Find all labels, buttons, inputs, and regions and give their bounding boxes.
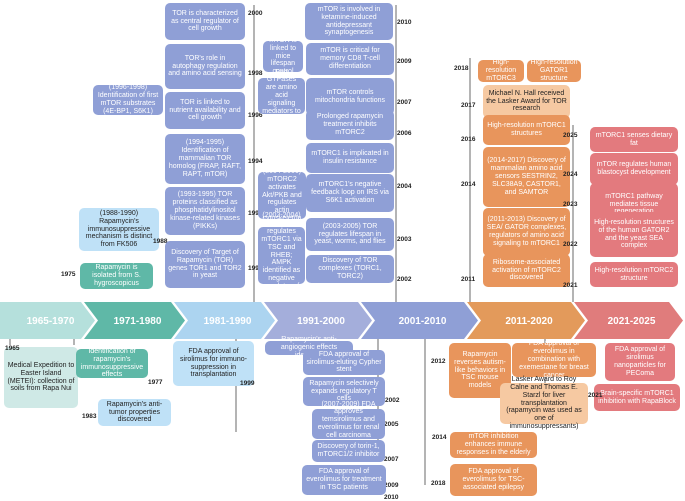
event-year: 2011 bbox=[461, 276, 476, 283]
event-year: 2000 bbox=[248, 10, 263, 17]
event-box: Michael N. Hall received the Lasker Awar… bbox=[483, 85, 570, 118]
event-box: (2007-2009) FDA approves temsirolimus an… bbox=[312, 401, 385, 447]
event-box: mTOR inhibition enhances immune response… bbox=[450, 432, 537, 458]
event-box: FDA approval of sirolimus nanoparticles … bbox=[605, 343, 675, 381]
event-year: 1983 bbox=[82, 413, 97, 420]
event-year: 1999 bbox=[240, 380, 255, 387]
event-box: mTOR is critical for memory CD8 T-cell d… bbox=[306, 43, 394, 75]
event-year: 2017 bbox=[461, 102, 476, 109]
era-segment bbox=[467, 302, 585, 339]
event-year: 2016 bbox=[461, 136, 476, 143]
event-box: Discovery of torin-1, mTORC1/2 inhibitor bbox=[312, 440, 385, 462]
event-year: 2025 bbox=[563, 132, 578, 139]
event-box: mTORC1's negative feedback loop on IRS v… bbox=[306, 174, 394, 212]
event-box: FDA approval of everolimus for TSC-assoc… bbox=[450, 464, 537, 496]
event-year: 1998 bbox=[248, 70, 263, 77]
event-box: Rapamycin selectively expands regulatory… bbox=[303, 377, 385, 406]
event-box: Rag GTPases are amino acid signaling med… bbox=[258, 69, 305, 123]
event-year: 1993 bbox=[248, 210, 263, 217]
event-year: 1975 bbox=[61, 271, 76, 278]
event-year: 2018 bbox=[431, 480, 446, 487]
event-box: Brain-specific mTORC1 inhibition with Ra… bbox=[594, 384, 680, 411]
event-box: (2004-2006) mTORC2 activates Akt/PKB and… bbox=[258, 168, 306, 222]
era-segment bbox=[574, 302, 683, 339]
event-box: Discovery of TOR complexes (TORC1, TORC2… bbox=[306, 255, 394, 283]
event-year: 2021 bbox=[588, 392, 603, 399]
event-year: 2024 bbox=[563, 171, 578, 178]
event-year: 2002 bbox=[385, 397, 400, 404]
event-year: 2002 bbox=[397, 276, 412, 283]
era-label: 2011-2020 bbox=[505, 316, 553, 327]
event-box: (1996-1998) Identification of first mTOR… bbox=[93, 84, 163, 115]
event-box: High-resolution mTORC1 structures bbox=[483, 115, 570, 145]
era-segment bbox=[0, 302, 95, 339]
event-box: Ribosome-associated activation of mTORC2… bbox=[483, 254, 570, 287]
event-box: FDA approval of everolimus for treatment… bbox=[302, 465, 386, 495]
event-box: (2011-2013) Discovery of SEA/ GATOR comp… bbox=[483, 208, 570, 256]
event-box: (1993-1995) TOR proteins classified as p… bbox=[165, 187, 245, 235]
event-year: 2007 bbox=[397, 99, 412, 106]
event-box: Prolonged rapamycin treatment inhibits m… bbox=[306, 110, 394, 140]
era-segment bbox=[174, 302, 275, 339]
event-year: 2010 bbox=[397, 19, 412, 26]
event-box: mTORC1 is implicated in insulin resistan… bbox=[306, 143, 394, 173]
era-label: 1991-2000 bbox=[297, 316, 345, 327]
era-label: 1965-1970 bbox=[27, 316, 75, 327]
event-box: High-resolution mTORC2 structure bbox=[590, 262, 678, 287]
event-box: TOR is linked to nutrient availability a… bbox=[165, 92, 245, 129]
event-year: 2014 bbox=[461, 181, 476, 188]
event-box: mTOR controls mitochondria functions bbox=[306, 78, 394, 115]
event-year: 2018 bbox=[454, 65, 469, 72]
event-box: High-resolution mTORC3 bbox=[478, 59, 524, 82]
event-box: (2014-2017) Discovery of mammalian amino… bbox=[483, 147, 570, 207]
event-year: 2009 bbox=[397, 58, 412, 65]
event-box: (1988-1990) Rapamycin's immunosuppressiv… bbox=[79, 208, 159, 251]
event-year: 1977 bbox=[148, 379, 163, 386]
era-label: 1981-1990 bbox=[204, 316, 252, 327]
event-box: (1994-1995) Identification of mammalian … bbox=[165, 134, 245, 184]
event-year: 1965 bbox=[5, 345, 20, 352]
event-year: 2023 bbox=[563, 201, 578, 208]
era-label: 2021-2025 bbox=[608, 316, 656, 327]
event-box: FDA approval of everolimus in combinatio… bbox=[512, 340, 596, 379]
event-box: FDA approval of sirolimus for immuno-sup… bbox=[173, 341, 254, 386]
era-segment bbox=[361, 302, 478, 339]
era-segment bbox=[84, 302, 185, 339]
event-box: TOR is characterized as central regulato… bbox=[165, 3, 245, 40]
event-box: mTOR regulates human blastocyst developm… bbox=[590, 153, 678, 185]
event-year: 1994 bbox=[248, 158, 263, 165]
event-box: High-resolution structures of the human … bbox=[590, 212, 678, 257]
event-year: 2009 bbox=[384, 482, 399, 489]
event-box: Rapamycin's anti-tumor properties discov… bbox=[98, 399, 171, 426]
era-label: 1971-1980 bbox=[114, 316, 162, 327]
event-box: TOR's role in autophagy regulation and a… bbox=[165, 44, 245, 89]
event-box: (2002-2004) AKT regulates mTORC1 via TSC… bbox=[258, 212, 305, 298]
event-year: 2006 bbox=[397, 130, 412, 137]
era-segment bbox=[264, 302, 372, 339]
event-year: 1996 bbox=[248, 112, 263, 119]
event-box: Rapamycin is isolated from S. hygroscopi… bbox=[80, 263, 153, 289]
event-year: 2012 bbox=[431, 358, 446, 365]
event-box: mTOR is linked to mice lifespan control bbox=[263, 37, 303, 75]
event-year: 2004 bbox=[397, 183, 412, 190]
event-year: 1988 bbox=[153, 238, 168, 245]
era-label: 2001-2010 bbox=[399, 316, 447, 327]
event-box: Identification of rapamycin's immunosupp… bbox=[76, 348, 148, 378]
event-box: Medical Expedition to Easter Island (MET… bbox=[4, 347, 78, 408]
event-year: 1991 bbox=[248, 265, 263, 272]
event-box: Lasker Award to Roy Calne and Thomas E. … bbox=[500, 376, 588, 430]
event-year: 2005 bbox=[384, 421, 399, 428]
event-year: 2022 bbox=[563, 241, 578, 248]
event-box: High-resolution GATOR1 structure bbox=[527, 59, 581, 82]
event-year: 2007 bbox=[384, 456, 399, 463]
event-box: Discovery of Target of Rapamycin (TOR) g… bbox=[165, 241, 245, 288]
event-box: mTORC1 senses dietary fat bbox=[590, 127, 678, 152]
event-year: 2021 bbox=[563, 282, 578, 289]
event-box: mTOR is involved in ketamine-induced ant… bbox=[305, 3, 393, 40]
event-year: 2014 bbox=[432, 434, 447, 441]
event-year: 2003 bbox=[397, 236, 412, 243]
event-box: (2003-2005) TOR regulates lifespan in ye… bbox=[306, 218, 394, 251]
event-box: FDA approval of sirolimus-eluting Cypher… bbox=[303, 350, 385, 375]
